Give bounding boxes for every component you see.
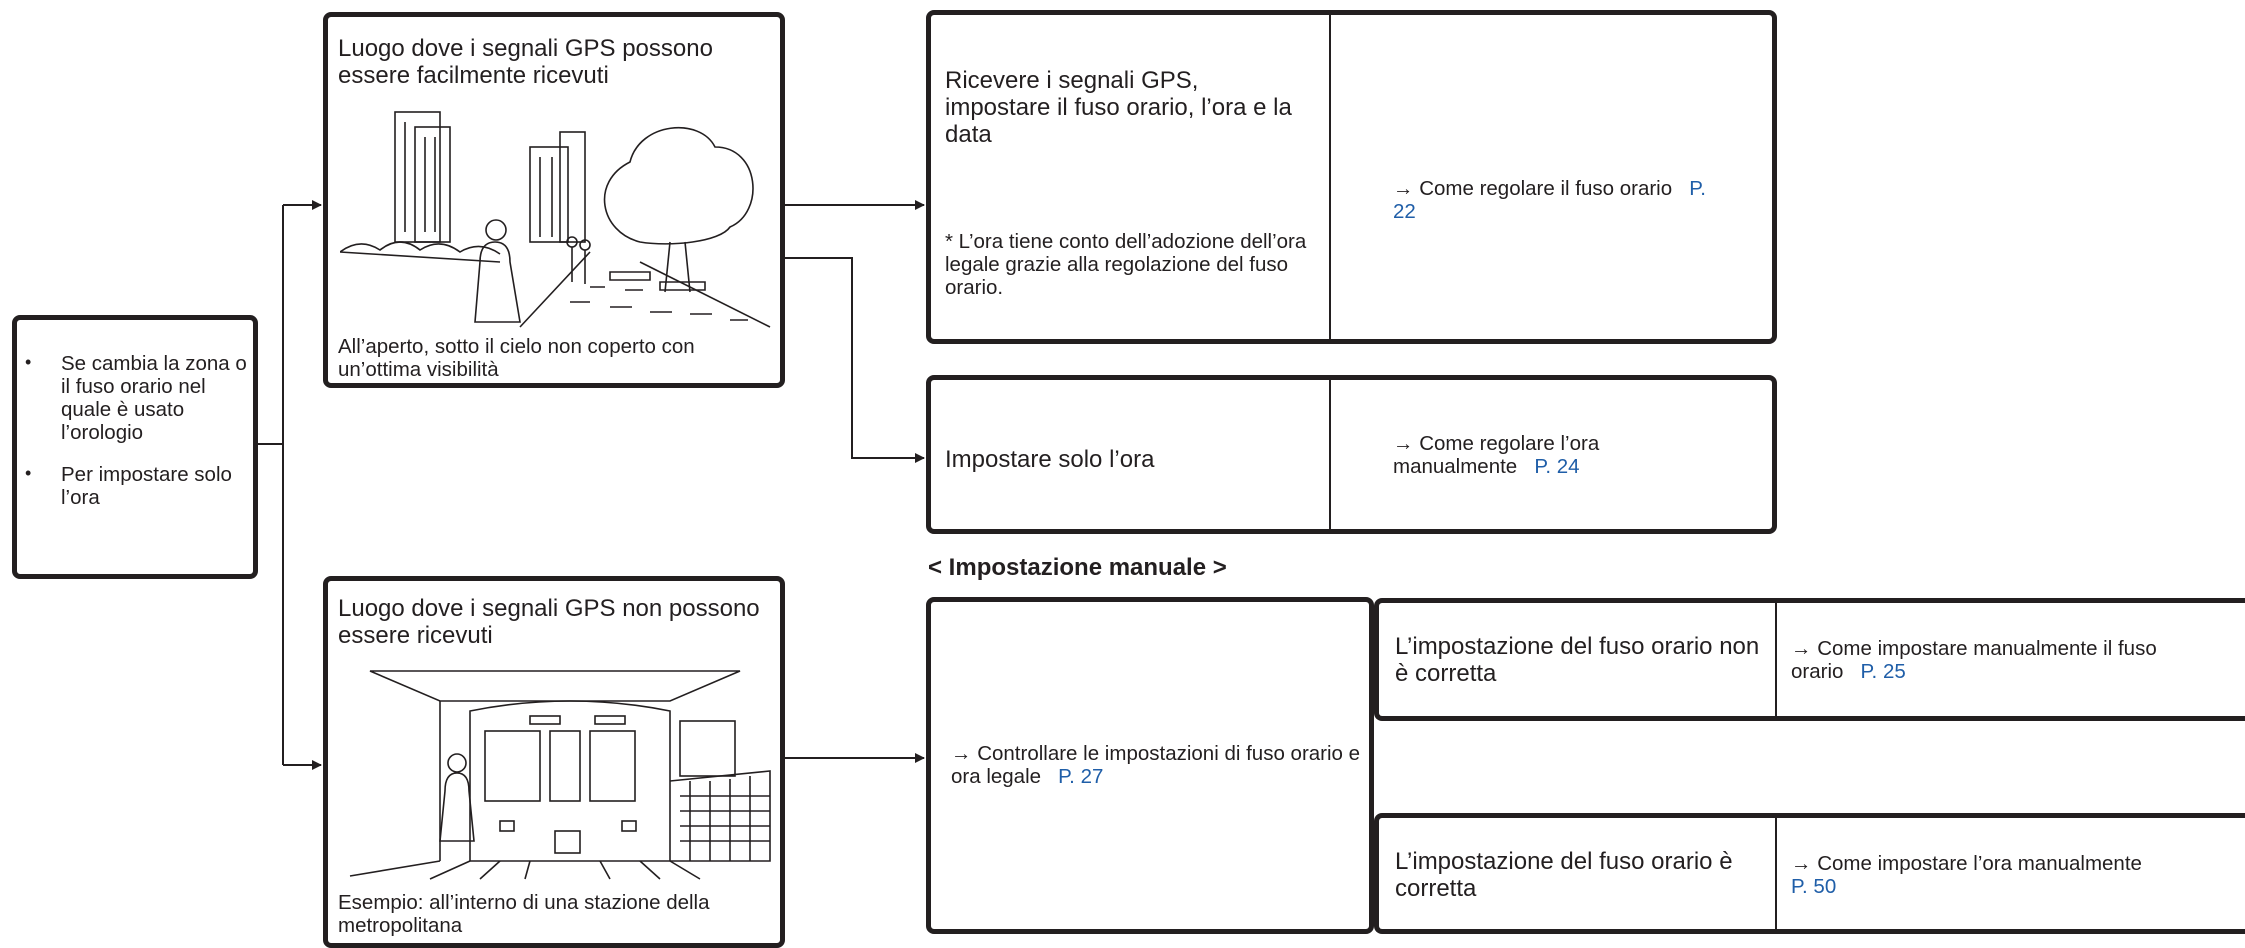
receive-page-link[interactable]: P. 22 <box>1393 177 1706 224</box>
tz-wrong-divider <box>1775 603 1777 716</box>
gps-ok-caption: All’aperto, sotto il cielo non coperto c… <box>338 335 695 382</box>
time-only-divider <box>1329 380 1331 529</box>
check-page-link[interactable]: P. 27 <box>1058 765 1104 789</box>
receive-gps-box: Ricevere i segnali GPS, impostare il fus… <box>926 10 1777 344</box>
outdoor-city-illustration <box>340 111 771 328</box>
check-settings-box: → Controllare le impostazioni di fuso or… <box>926 597 1374 934</box>
receive-divider <box>1329 15 1331 339</box>
tz-right-link-text: → Come impostare l’ora manualmente <box>1791 852 2142 875</box>
start-bullet-list: Se cambia la zona o il fuso orario nel q… <box>25 352 253 527</box>
receive-reference: → Come regolare il fuso orario P. 22 <box>1393 177 1733 223</box>
gps-ok-box: Luogo dove i segnali GPS possono essere … <box>323 12 785 388</box>
time-only-title: Impostare solo l’ora <box>945 446 1155 473</box>
start-bullet-zone-change: Se cambia la zona o il fuso orario nel q… <box>25 352 253 445</box>
tz-right-box: L’impostazione del fuso orario è corrett… <box>1374 813 2245 934</box>
tz-right-divider <box>1775 818 1777 929</box>
arrow-to-time-only <box>784 257 925 463</box>
time-only-box: Impostare solo l’ora → Come regolare l’o… <box>926 375 1777 534</box>
check-link-text: → Controllare le impostazioni di fuso or… <box>951 742 1361 789</box>
check-reference: → Controllare le impostazioni di fuso or… <box>951 742 1361 788</box>
tz-wrong-page-link[interactable]: P. 25 <box>1860 660 1906 684</box>
subway-station-illustration <box>349 670 771 880</box>
tz-wrong-box: L’impostazione del fuso orario non è cor… <box>1374 598 2245 721</box>
tz-wrong-title: L’impostazione del fuso orario non è cor… <box>1395 633 1760 688</box>
gps-no-box: Luogo dove i segnali GPS non possono ess… <box>323 576 785 948</box>
start-box: Se cambia la zona o il fuso orario nel q… <box>12 315 258 579</box>
receive-note: * L’ora tiene conto dell’adozione dell’o… <box>945 230 1307 300</box>
gps-ok-title: Luogo dove i segnali GPS possono essere … <box>338 35 713 90</box>
manual-heading: < Impostazione manuale > <box>928 554 1227 581</box>
tz-wrong-link-text: → Come impostare manualmente il fuso ora… <box>1791 637 2157 684</box>
receive-title: Ricevere i segnali GPS, impostare il fus… <box>945 67 1292 149</box>
tz-wrong-reference: → Come impostare manualmente il fuso ora… <box>1791 637 2211 683</box>
time-only-page-link[interactable]: P. 24 <box>1534 455 1580 479</box>
gps-no-title: Luogo dove i segnali GPS non possono ess… <box>338 595 760 650</box>
time-only-link-text: → Come regolare l’ora manualmente <box>1393 432 1600 479</box>
start-bullet-time-only: Per impostare solo l’ora <box>25 463 253 509</box>
receive-link-text: → Come regolare il fuso orario <box>1393 177 1673 200</box>
gps-no-caption: Esempio: all’interno di una stazione del… <box>338 891 710 938</box>
tz-right-page-link[interactable]: P. 50 <box>1791 875 1837 899</box>
time-only-reference: → Come regolare l’ora manualmente P. 24 <box>1393 432 1693 478</box>
tz-right-title: L’impostazione del fuso orario è corrett… <box>1395 848 1733 903</box>
